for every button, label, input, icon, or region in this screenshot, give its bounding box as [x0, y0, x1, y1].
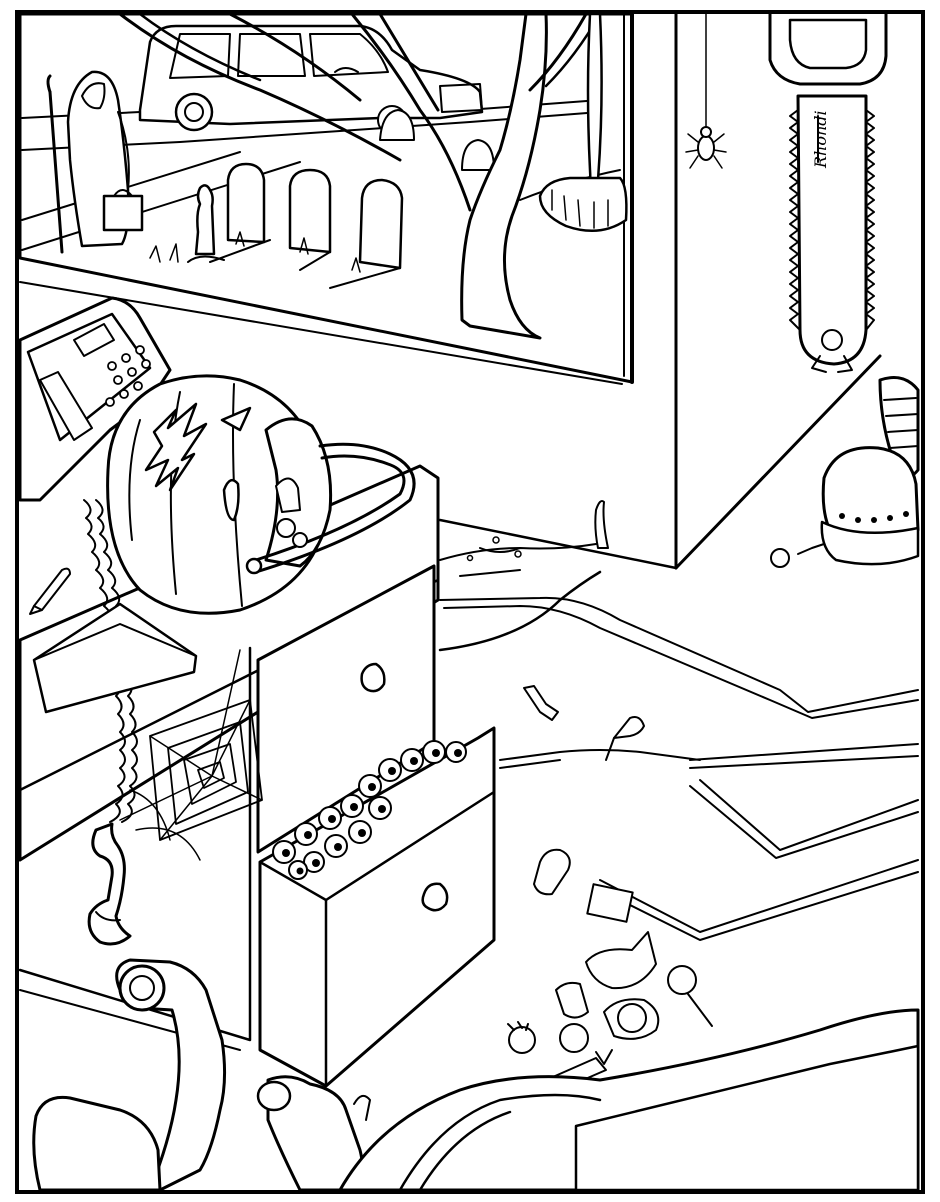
- pencil: [29, 567, 71, 615]
- window: [18, 12, 634, 385]
- boot: [770, 376, 920, 568]
- tombstones: [209, 109, 495, 289]
- grim-reaper: [46, 70, 144, 254]
- floor-candy: [507, 685, 713, 1091]
- bare-tree: [118, 12, 621, 340]
- tree-with-stones: [538, 12, 628, 232]
- zombie-hand: [149, 184, 225, 263]
- tv-cabinet: [438, 12, 882, 570]
- signature: Rhondi: [811, 110, 830, 169]
- office-chair: [32, 958, 920, 1192]
- spider: [685, 13, 727, 169]
- eyeballs: [272, 740, 467, 880]
- spider-web: [119, 649, 263, 861]
- chainsaw: Rhondi: [768, 12, 888, 373]
- pumpkin-bucket: [106, 374, 416, 615]
- desk-phone: [18, 296, 172, 946]
- envelope: [32, 602, 198, 714]
- floor-rug: [438, 536, 919, 941]
